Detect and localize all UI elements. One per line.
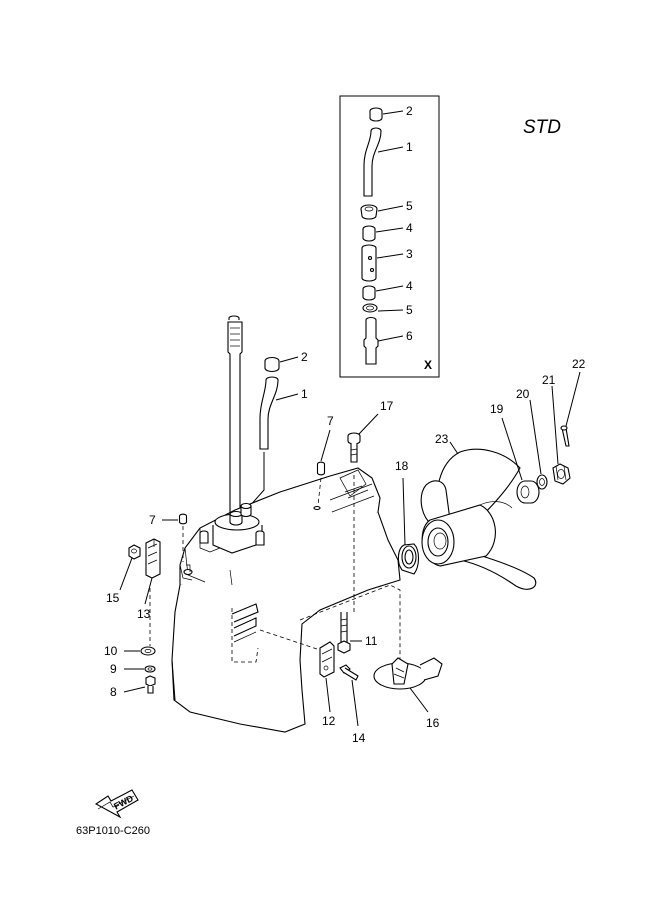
propeller-nut-21 — [552, 463, 571, 485]
callout-13: 13 — [137, 607, 151, 621]
dowel-pin-7-left — [178, 513, 188, 525]
bolt-8 — [145, 675, 156, 694]
callout-2: 2 — [301, 350, 308, 364]
callout-inset-4b: 4 — [406, 279, 413, 293]
anode-13 — [145, 538, 161, 579]
inset-frame — [339, 95, 440, 378]
callout-inset-2: 2 — [406, 104, 413, 118]
callout-22: 22 — [572, 357, 586, 371]
callout-inset-1: 1 — [406, 140, 413, 154]
washer-9 — [144, 665, 156, 673]
inset-water-tube-1 — [363, 127, 382, 197]
callout-21: 21 — [542, 373, 556, 387]
callout-7-left: 7 — [149, 513, 156, 527]
bolt-17 — [347, 432, 361, 463]
callout-12: 12 — [322, 714, 336, 728]
washer-20 — [536, 474, 548, 490]
callout-inset-5a: 5 — [406, 199, 413, 213]
dowel-pin-7-upper — [316, 461, 326, 476]
inset-seal-5a — [360, 204, 378, 220]
trim-tab-16 — [373, 657, 443, 690]
callout-inset-5b: 5 — [406, 303, 413, 317]
callout-10: 10 — [104, 644, 118, 658]
inset-sleeve-3 — [361, 244, 377, 282]
callout-inset-4a: 4 — [406, 221, 413, 235]
callout-17: 17 — [380, 399, 394, 413]
inset-tube-6 — [363, 316, 379, 365]
inset-grommet-2 — [369, 107, 383, 122]
bolt-11 — [337, 612, 351, 654]
lower-casing — [171, 467, 401, 733]
anode-12 — [319, 641, 335, 678]
screw-14 — [339, 664, 359, 681]
thrust-washer-18 — [397, 543, 420, 575]
propeller-23 — [420, 448, 537, 590]
water-tube-inset: X 2 1 5 4 — [339, 95, 440, 378]
callout-18: 18 — [395, 459, 409, 473]
nut-15 — [128, 544, 141, 560]
callout-11: 11 — [365, 634, 378, 648]
fwd-arrow-icon: FWD — [94, 789, 139, 819]
callout-1: 1 — [301, 387, 308, 401]
grommet-2 — [264, 356, 280, 373]
diagram-code: 63P1010-C260 — [76, 825, 150, 837]
callout-15: 15 — [106, 591, 120, 605]
guide-line-12 — [259, 629, 321, 651]
callout-23: 23 — [435, 432, 449, 446]
callout-7-upper: 7 — [327, 414, 334, 428]
callout-inset-6: 6 — [406, 329, 413, 343]
callout-inset-3: 3 — [406, 247, 413, 261]
callout-20: 20 — [516, 387, 530, 401]
drive-shaft — [227, 315, 243, 521]
inset-seal-5b — [362, 303, 378, 313]
callout-9: 9 — [110, 662, 117, 676]
callout-14: 14 — [352, 731, 366, 745]
callout-19: 19 — [490, 402, 504, 416]
cotter-pin-22 — [560, 425, 570, 447]
callout-8: 8 — [110, 685, 117, 699]
inset-marker: X — [424, 358, 432, 372]
inset-grommet-4a — [362, 225, 376, 242]
callout-16: 16 — [426, 716, 440, 730]
washer-10 — [140, 646, 156, 656]
std-label: STD — [523, 117, 561, 138]
inset-grommet-4b — [362, 285, 376, 301]
water-tube-1 — [259, 376, 279, 450]
spacer-19 — [516, 480, 540, 504]
